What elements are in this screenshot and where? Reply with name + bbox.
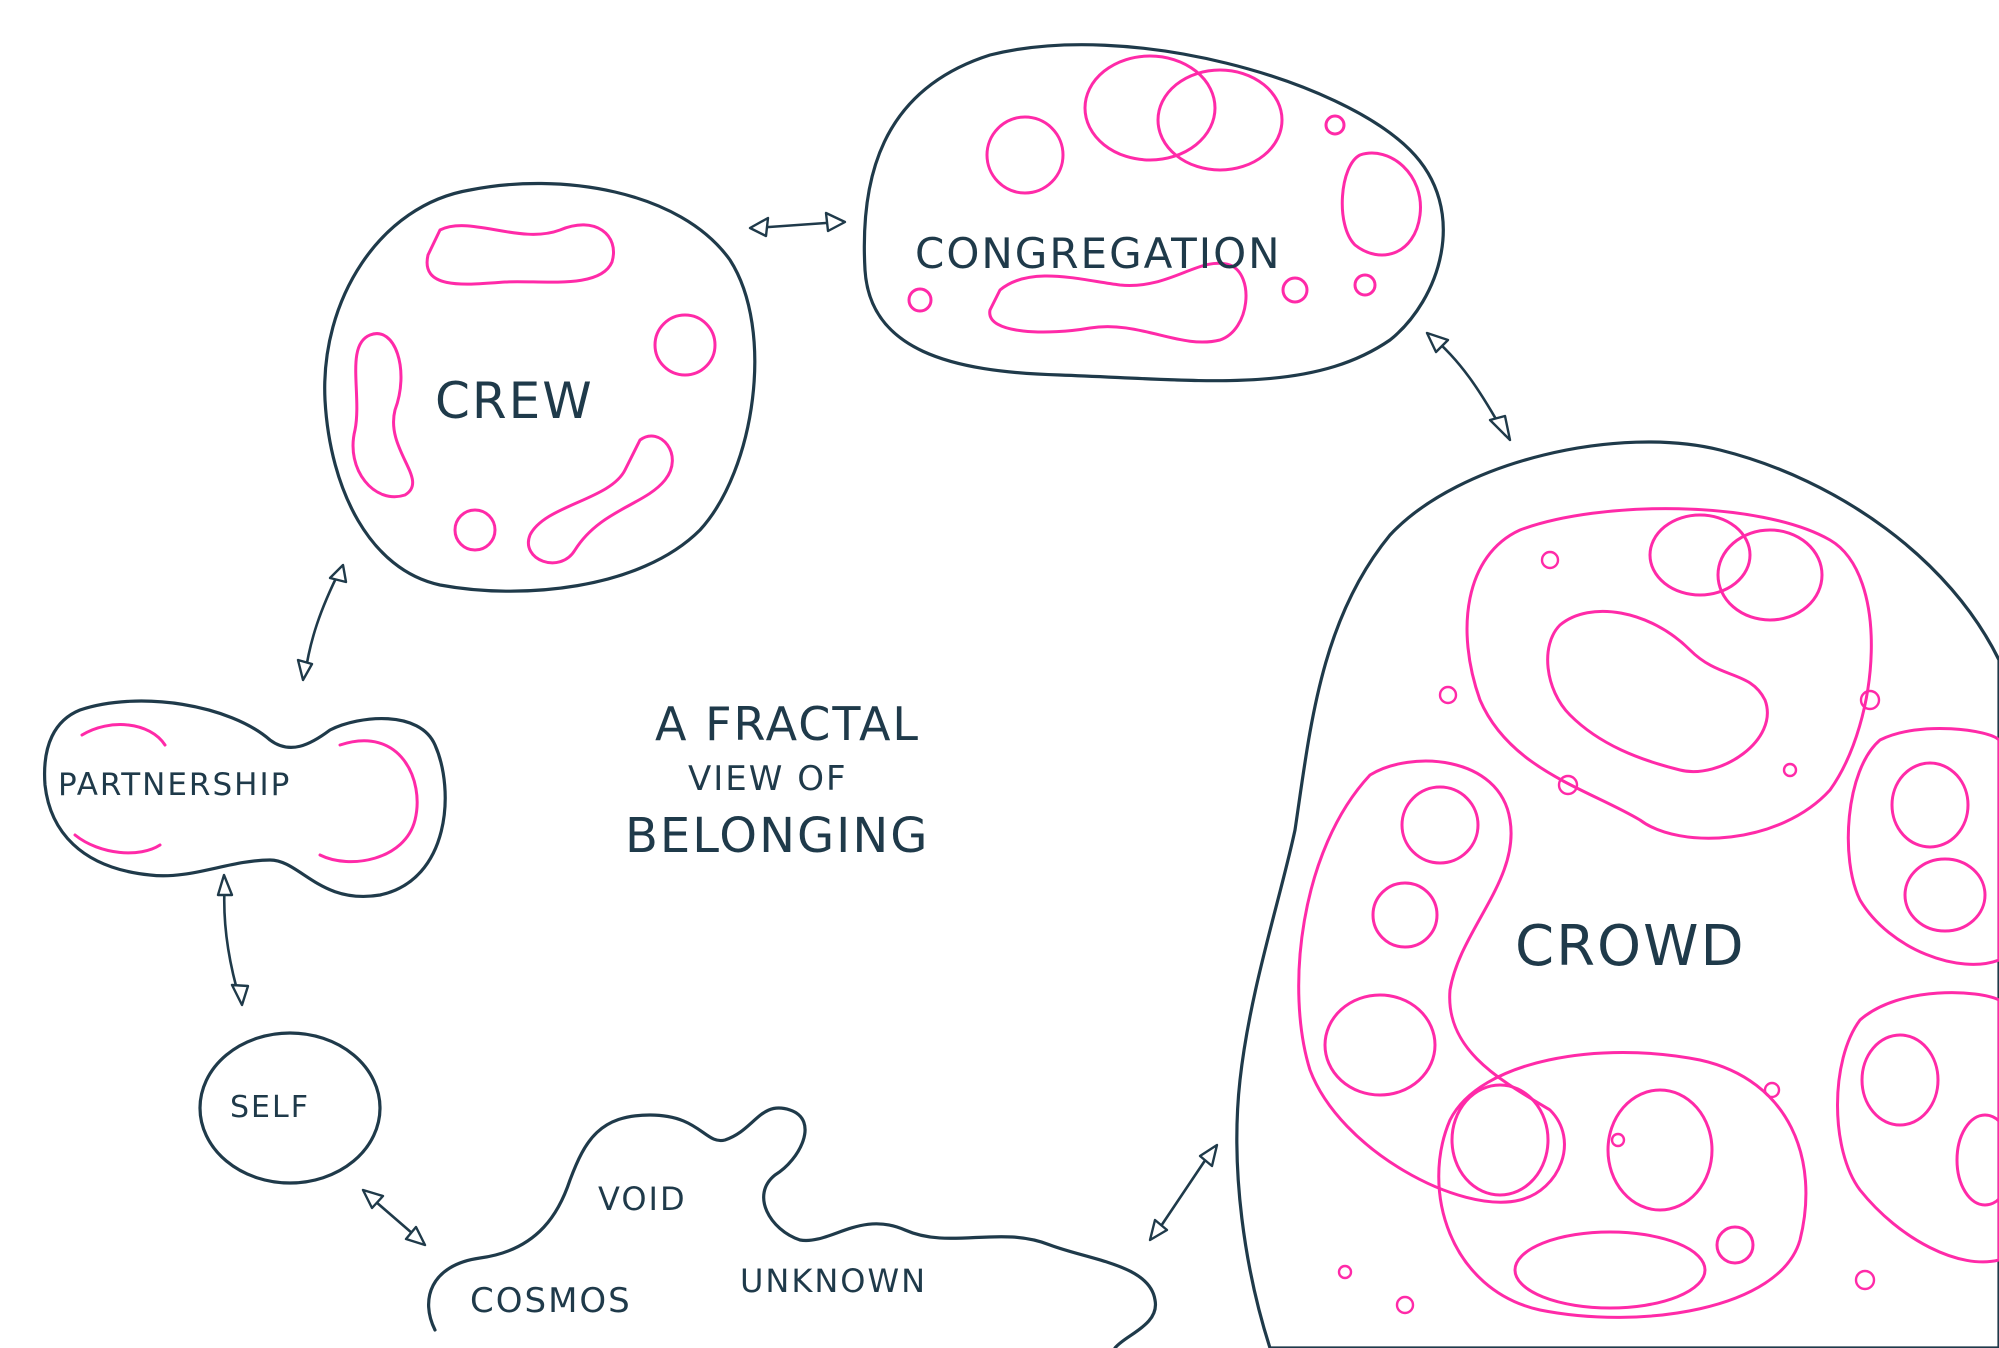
crowd-member (1763, 1081, 1781, 1099)
void-group: VOID COSMOS UNKNOWN (427, 1106, 1157, 1348)
congregation-member (1083, 54, 1217, 162)
crowd-member (1716, 528, 1824, 622)
congregation-group: CONGREGATION (862, 43, 1445, 383)
arrow-partnership-crew (296, 563, 348, 682)
partnership-outline (42, 699, 447, 899)
crowd-cluster (1297, 759, 1566, 1204)
congregation-label: CONGREGATION (915, 229, 1282, 278)
partnership-group: PARTNERSHIP (42, 699, 447, 899)
crowd-member (1438, 685, 1458, 705)
arrow-void-crowd (1148, 1143, 1219, 1242)
crowd-cluster (1836, 991, 1999, 1264)
arrow-congregation-crowd (1425, 331, 1512, 442)
self-label: SELF (230, 1090, 310, 1125)
crew-member-blob (526, 434, 674, 565)
void-squiggle (427, 1106, 1157, 1348)
crowd-member (1782, 762, 1798, 778)
crew-member-blob (351, 332, 415, 499)
crowd-group: CROWD (1235, 440, 1999, 1348)
arrow-partnership-self (216, 873, 250, 1007)
crowd-outline (1235, 440, 1999, 1348)
crowd-cluster (1846, 726, 1999, 966)
crowd-member (1540, 550, 1560, 570)
crowd-member (1903, 857, 1987, 933)
arrow-self-void (361, 1188, 427, 1247)
crowd-member (1371, 881, 1439, 949)
self-outline (198, 1031, 382, 1185)
crowd-member (1955, 1113, 1999, 1207)
congregation-member (985, 115, 1065, 195)
congregation-member (1340, 151, 1422, 257)
crew-group: CREW (323, 181, 757, 593)
self-group: SELF (198, 1031, 382, 1185)
partnership-member-arc (318, 739, 419, 863)
crew-label: CREW (435, 372, 594, 430)
title-line-1: A FRACTAL (655, 697, 920, 751)
crowd-member (1557, 774, 1579, 796)
crowd-member (1606, 1088, 1714, 1212)
congregation-member (907, 287, 933, 313)
crowd-member (1395, 1295, 1415, 1315)
crowd-member (1610, 1132, 1626, 1148)
unknown-label: UNKNOWN (740, 1262, 927, 1300)
crew-member-blob (653, 313, 717, 377)
crowd-member (1859, 689, 1881, 711)
crowd-member (1854, 1269, 1876, 1291)
congregation-member (1324, 114, 1346, 136)
crowd-member (1337, 1264, 1353, 1280)
crowd-member (1890, 761, 1970, 849)
arrow-crew-congregation (748, 211, 847, 238)
crowd-cluster (1437, 1051, 1808, 1319)
partnership-member-arc (73, 723, 167, 855)
partnership-label: PARTNERSHIP (58, 767, 291, 803)
crowd-member (1400, 785, 1480, 865)
congregation-member (1281, 276, 1309, 304)
connector-arrows (216, 211, 1512, 1247)
congregation-member (988, 261, 1248, 344)
crowd-label: CROWD (1515, 914, 1746, 979)
crowd-cluster (1465, 507, 1873, 840)
crowd-member (1546, 609, 1769, 773)
crowd-member (1323, 993, 1437, 1097)
congregation-member (1353, 273, 1377, 297)
crowd-member (1715, 1225, 1755, 1265)
crowd-member (1648, 513, 1752, 597)
crowd-member (1450, 1083, 1550, 1197)
crowd-member (1860, 1033, 1940, 1127)
crew-member-blob (425, 223, 615, 286)
title-line-3: BELONGING (625, 808, 929, 864)
void-label: VOID (598, 1180, 687, 1218)
crew-member-blob (453, 508, 497, 552)
cosmos-label: COSMOS (470, 1281, 632, 1321)
crew-outline (323, 181, 757, 593)
crowd-member (1513, 1230, 1707, 1310)
congregation-outline (862, 43, 1445, 383)
diagram-title: A FRACTAL VIEW OF BELONGING (625, 697, 929, 864)
title-line-2: VIEW OF (688, 759, 848, 799)
congregation-member (1156, 68, 1284, 172)
